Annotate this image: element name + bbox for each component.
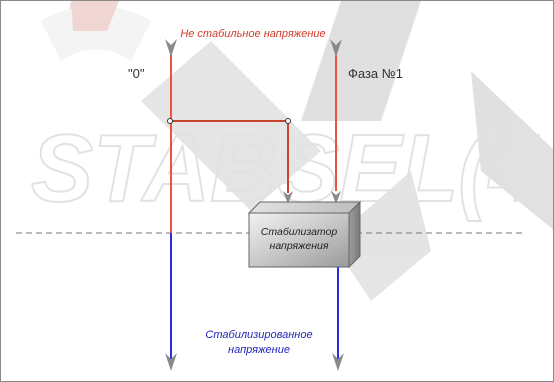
zero-input-arrow-icon bbox=[165, 39, 177, 57]
stabilized-voltage-label-line1: Стабилизированное bbox=[205, 329, 312, 341]
watermark-logo bbox=[41, 1, 553, 301]
zero-output-arrow-icon bbox=[165, 353, 177, 371]
stabilizer-box bbox=[247, 200, 362, 269]
stabilizer-label-line1: Стабилизатор bbox=[261, 226, 338, 238]
junction-dot-left bbox=[167, 118, 173, 124]
phase-label: Фаза №1 bbox=[348, 66, 403, 81]
phase-output-arrow-icon bbox=[332, 353, 344, 371]
phase-input-arrow-icon bbox=[330, 39, 342, 57]
stabilized-voltage-label-line2: напряжение bbox=[228, 344, 290, 356]
zero-label: "0" bbox=[128, 66, 145, 81]
phase-to-stabilizer-arrow-icon bbox=[331, 191, 341, 204]
zero-to-stabilizer-arrow-icon bbox=[283, 191, 293, 204]
unstable-voltage-label: Не стабильное напряжение bbox=[180, 28, 325, 40]
stabilizer-label-line2: напряжения bbox=[270, 240, 329, 252]
junction-dot-right bbox=[285, 118, 291, 124]
